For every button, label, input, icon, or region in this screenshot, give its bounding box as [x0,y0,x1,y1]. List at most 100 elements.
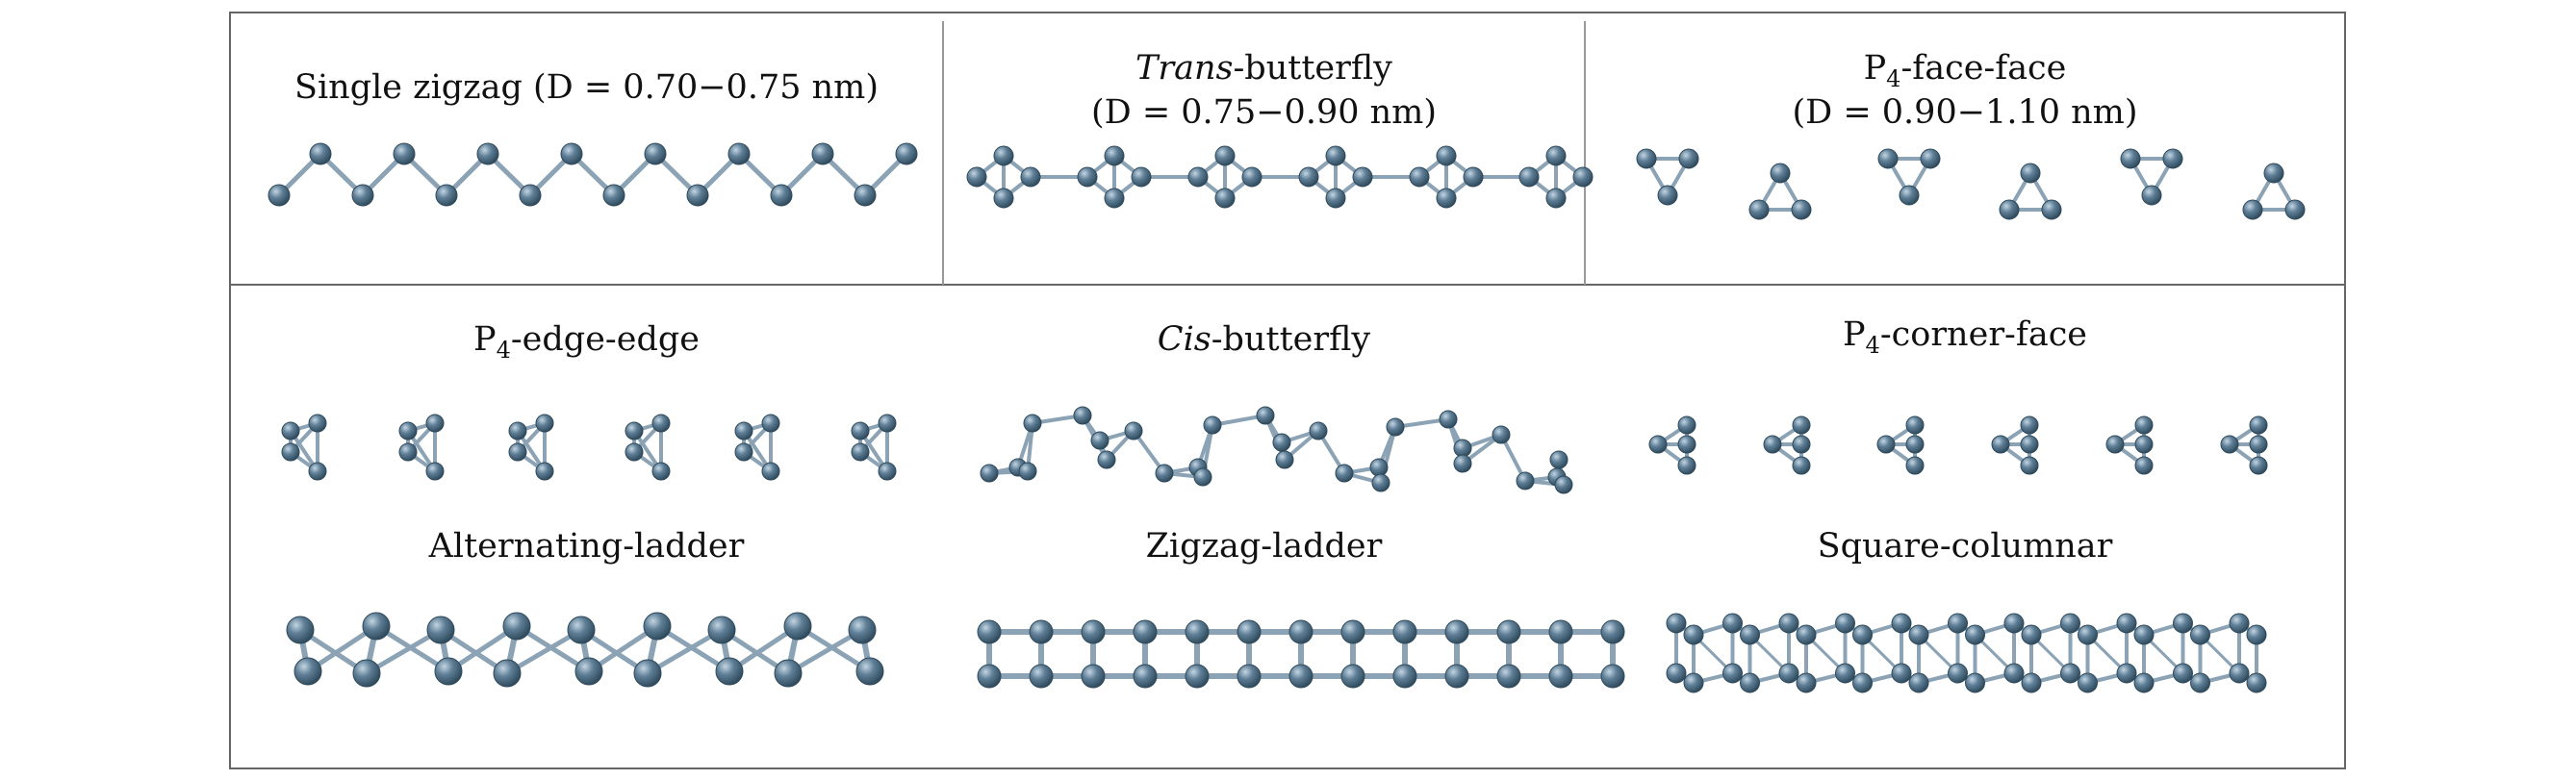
atom [1272,433,1291,452]
atom [1453,439,1472,458]
atom [2190,624,2210,645]
atom [1548,664,1573,689]
caption-alternating-ladder: Alternating-ladder [230,524,943,568]
atom [1131,166,1152,188]
atom [966,166,987,188]
atom [1023,414,1042,433]
atom [2134,456,2154,475]
caption-text: Square-columnar [1817,527,2113,566]
atom [1796,672,1817,693]
atom [895,142,918,165]
atom [1439,410,1458,429]
atom [2249,456,2268,475]
atom [1920,148,1941,169]
atom [567,616,596,644]
caption-subscript: 4 [1865,332,1880,359]
bond [785,627,865,676]
atom [2246,624,2267,645]
atom [425,414,445,433]
atom [977,619,1002,644]
atom [508,421,527,440]
atom [2263,163,2284,184]
atom [535,462,554,481]
atom [2003,613,2025,634]
atom [268,184,291,207]
atom [1463,166,1484,188]
atom [2021,624,2042,645]
atom [1722,613,1743,634]
atom [2021,672,2042,693]
atom [1657,185,1678,206]
atom [1018,462,1037,481]
atom [1392,619,1417,644]
atom [1748,199,1770,220]
atom [1090,431,1109,450]
atom [1409,166,1430,188]
atom [727,142,751,165]
atom [1155,464,1174,483]
atom [1948,663,1968,684]
atom [811,142,834,165]
atom [1722,663,1743,684]
atom [476,142,499,165]
bond [504,627,584,676]
atom [1237,619,1262,644]
atom [2229,613,2250,634]
caption-italic: Cis [1157,320,1211,359]
atom [1600,664,1625,689]
caption-cis-butterfly: Cis-butterfly [943,317,1585,362]
atom [770,184,793,207]
atom [707,616,736,644]
atom [1187,166,1209,188]
atom [1876,435,1896,454]
atom [1778,613,1799,634]
atom [2141,185,2162,206]
atom [1666,663,1687,684]
atom [1193,467,1212,487]
atom [1325,188,1346,209]
atom [308,462,327,481]
atom [1891,663,1912,684]
atom [352,659,381,688]
atom [2003,663,2025,684]
caption-zigzag-ladder: Zigzag-ladder [943,524,1585,568]
atom [2173,613,2193,634]
atom [644,142,667,165]
atom [774,659,803,688]
atom [1444,664,1469,689]
atom [1835,663,1855,684]
atom [393,142,416,165]
caption-single-zigzag: Single zigzag (D = 0.70−0.75 nm) [230,65,943,110]
caption-text: Zigzag-ladder [1145,527,1383,566]
atom [633,659,662,688]
atom [1436,145,1457,166]
atom [519,184,542,207]
atom [761,462,780,481]
atom [309,142,332,165]
atom [1516,471,1535,491]
atom [1905,415,1925,435]
caption-rest: -corner-face [1879,315,2088,354]
caption-square-columnar: Square-columnar [1585,524,2345,568]
atom [2020,163,2041,184]
atom [734,442,753,462]
atom [2134,415,2154,435]
atom [1852,672,1873,693]
atom [1133,664,1158,689]
caption-line-2: (D = 0.90−1.10 nm) [1792,93,2138,132]
atom [1792,456,1811,475]
caption-prefix: P [473,320,497,359]
atom [1908,672,1929,693]
atom [977,664,1002,689]
atom [2116,613,2137,634]
atom [2249,435,2268,454]
atom [651,414,671,433]
atom [1077,166,1098,188]
atom [1436,188,1457,209]
caption-rest: -face-face [1900,49,2067,88]
atom [1097,450,1116,469]
atom [1029,619,1054,644]
atom [878,414,897,433]
atom [602,184,625,207]
atom [1444,619,1469,644]
